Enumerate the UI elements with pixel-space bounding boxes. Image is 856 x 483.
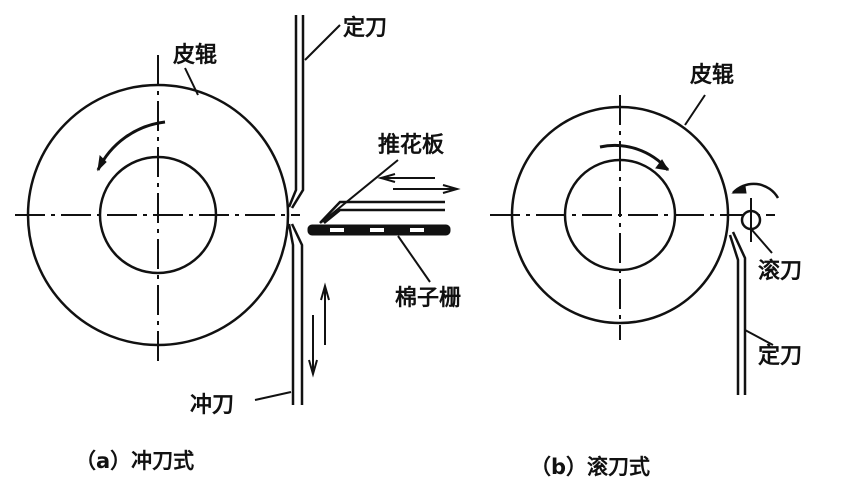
rotary-knife-arrow-icon [732,182,780,199]
right-arrow-icon [393,184,461,194]
label-fixed-knife-a: 定刀 [343,15,387,41]
label-seed-grid: 棉子栅 [395,285,461,311]
caption-b: （b）滚刀式 [530,455,650,479]
pusher-plate [319,200,445,224]
label-leather-roller-b: 皮辊 [690,62,734,88]
diagram-a-punch-knife-type [15,15,461,405]
label-rotary-knife: 滚刀 [758,258,802,284]
diagram-b-rotary-knife-type [490,94,780,395]
fixed-knife [728,231,747,395]
left-arrow-icon [377,173,435,183]
down-arrow-icon [308,315,318,378]
punch-knife [287,223,304,405]
fixed-knife [287,15,305,209]
label-leather-roller-a: 皮辊 [173,42,217,68]
caption-a: （a）冲刀式 [75,449,194,473]
label-fixed-knife-b: 定刀 [758,343,802,369]
label-pusher-plate: 推花板 [378,132,445,158]
label-punch-knife: 冲刀 [190,393,234,418]
up-arrow-icon [320,282,330,345]
